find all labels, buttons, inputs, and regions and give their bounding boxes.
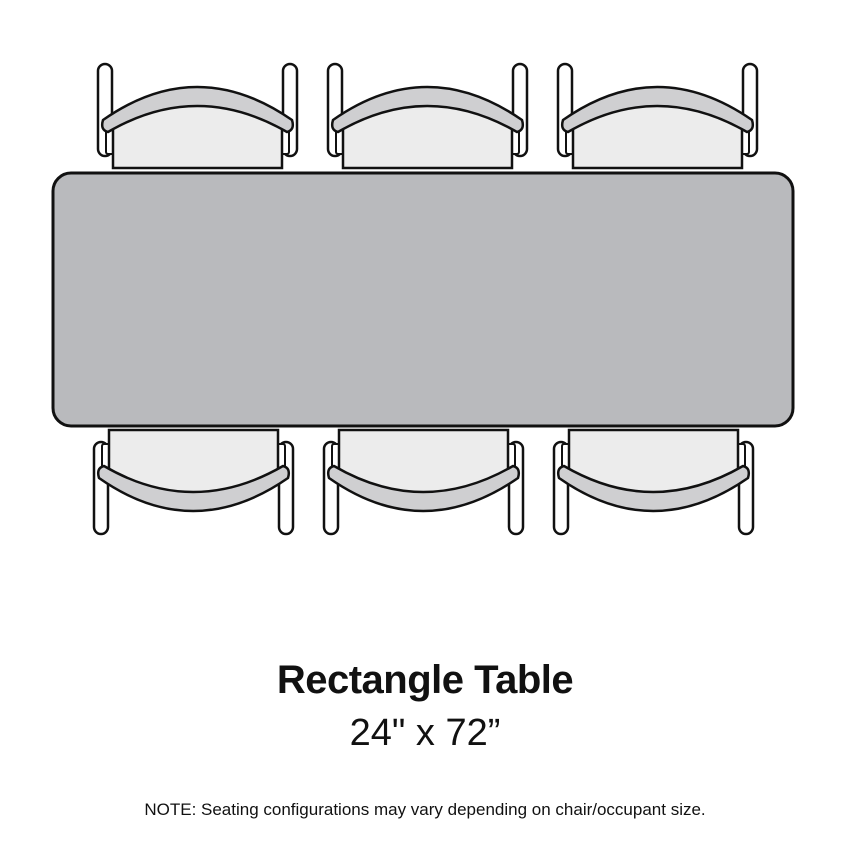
product-title: Rectangle Table — [276, 658, 574, 702]
seating-diagram — [51, 62, 795, 536]
chair-bottom-left — [92, 428, 295, 536]
chair-bottom-right — [552, 428, 755, 536]
seating-note: NOTE: Seating configurations may vary de… — [144, 800, 706, 819]
chair-top-right — [556, 62, 759, 170]
chair-top-left — [96, 62, 299, 170]
table-top — [51, 171, 795, 428]
chair-top-center — [326, 62, 529, 170]
product-dimensions: 24" x 72” — [349, 712, 501, 754]
chair-bottom-center — [322, 428, 525, 536]
